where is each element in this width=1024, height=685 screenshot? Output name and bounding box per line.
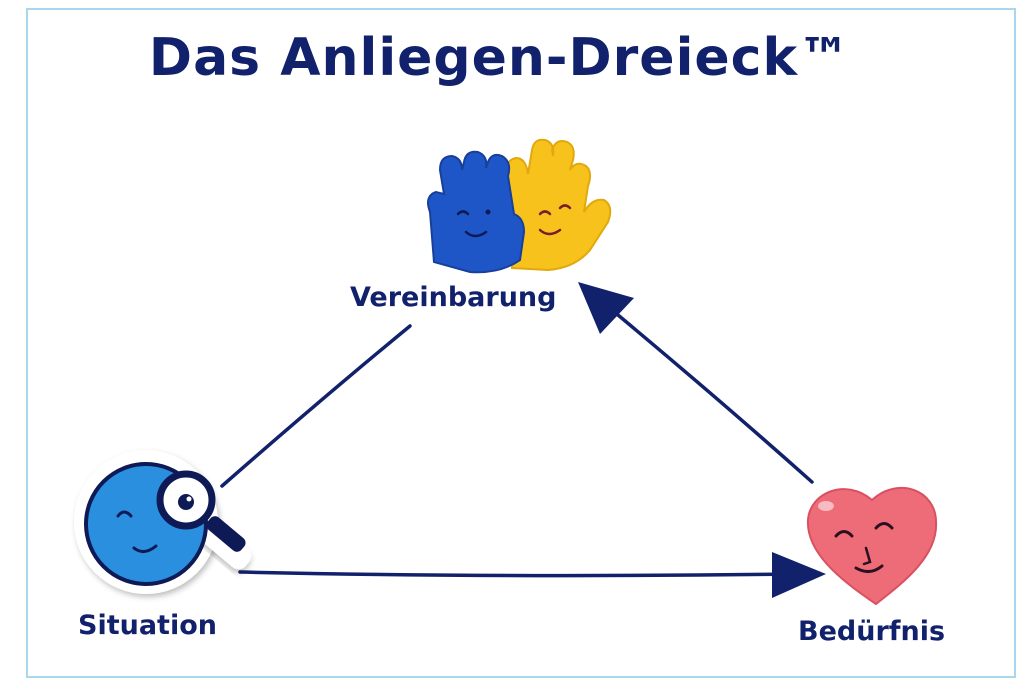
arrowhead-to-beduerfnis bbox=[772, 552, 826, 598]
smiling-heart-icon bbox=[806, 486, 938, 606]
arrowhead-to-vereinbarung bbox=[578, 282, 634, 334]
edge-beduerfnis-vereinbarung bbox=[610, 308, 814, 484]
node-label-vereinbarung: Vereinbarung bbox=[350, 282, 557, 313]
high-five-hands-icon bbox=[427, 138, 612, 274]
edge-situation-vereinbarung bbox=[220, 324, 412, 488]
edge-situation-beduerfnis bbox=[238, 570, 792, 578]
magnifier-face-icon bbox=[74, 450, 252, 594]
diagram-title: Das Anliegen-Dreieck™ bbox=[148, 28, 852, 88]
node-label-situation: Situation bbox=[78, 610, 217, 641]
node-label-beduerfnis: Bedürfnis bbox=[798, 616, 946, 647]
